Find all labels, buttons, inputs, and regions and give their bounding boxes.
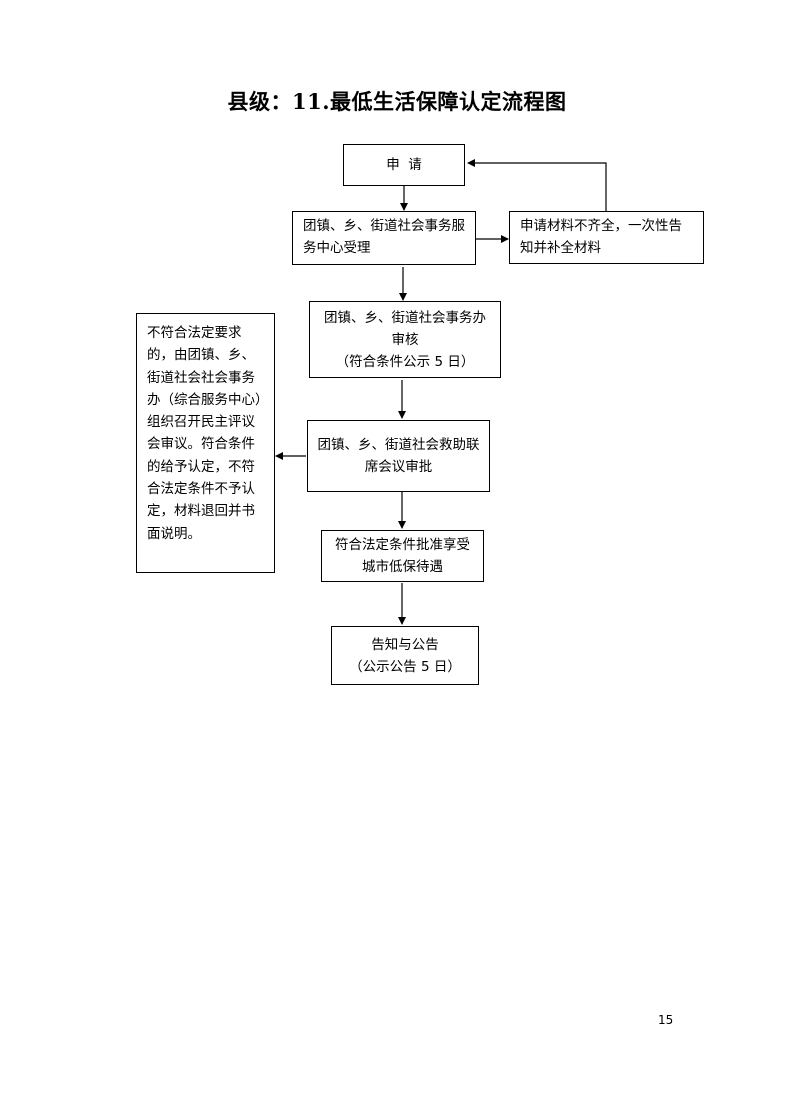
node-approve: 团镇、乡、街道社会救助联席会议审批 [307, 420, 490, 492]
page-number: 15 [658, 1013, 674, 1027]
node-review-line3: （符合条件公示 5 日） [335, 353, 475, 370]
node-notice: 告知与公告 （公示公告 5 日） [331, 626, 479, 685]
node-apply: 申 请 [343, 144, 465, 186]
node-grant-label: 符合法定条件批准享受城市低保待遇 [335, 537, 470, 575]
node-incomplete: 申请材料不齐全，一次性告知并补全材料 [509, 211, 704, 264]
node-reject: 不符合法定要求的，由团镇、乡、街道社会社会事务办（综合服务中心）组织召开民主评议… [136, 313, 275, 573]
node-review-line1: 团镇、乡、街道社会事务办 [324, 309, 486, 326]
node-review-line2: 审核 [391, 331, 419, 348]
node-accept-label: 团镇、乡、街道社会事务服务中心受理 [303, 218, 465, 256]
node-approve-label: 团镇、乡、街道社会救助联席会议审批 [317, 437, 480, 475]
node-accept: 团镇、乡、街道社会事务服务中心受理 [292, 211, 476, 265]
node-reject-label: 不符合法定要求的，由团镇、乡、街道社会社会事务办（综合服务中心）组织召开民主评议… [147, 325, 262, 542]
node-incomplete-label: 申请材料不齐全，一次性告知并补全材料 [520, 218, 682, 256]
arrow-incomplete-to-apply [467, 159, 607, 211]
node-apply-label: 申 请 [386, 157, 422, 173]
page-title: 县级：11.最低生活保障认定流程图 [227, 89, 567, 114]
node-notice-line1: 告知与公告 [371, 636, 439, 653]
node-grant: 符合法定条件批准享受城市低保待遇 [321, 530, 484, 582]
node-review: 团镇、乡、街道社会事务办 审核 （符合条件公示 5 日） [309, 301, 501, 378]
node-notice-line2: （公示公告 5 日） [349, 658, 461, 675]
